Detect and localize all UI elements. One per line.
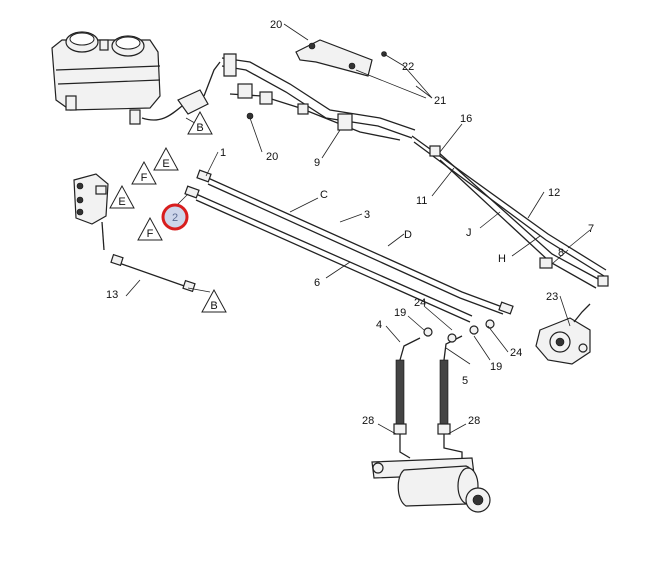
callout-8: 8 bbox=[558, 247, 564, 259]
callout-9: 9 bbox=[314, 157, 320, 169]
callout-1: 1 bbox=[220, 147, 226, 159]
leader-lines bbox=[125, 23, 591, 435]
marker-f-upper: F bbox=[131, 160, 157, 185]
callout-D: D bbox=[404, 229, 412, 241]
callout-21: 21 bbox=[434, 95, 446, 107]
mounting-bracket bbox=[295, 39, 387, 77]
marker-f-lower-label: F bbox=[147, 228, 154, 240]
reservoir-unit bbox=[51, 31, 221, 125]
marker-b-lower: B bbox=[201, 288, 227, 313]
marker-f-upper-label: F bbox=[141, 172, 148, 184]
cooler-lines bbox=[411, 135, 609, 289]
callout-C: C bbox=[320, 189, 328, 201]
marker-e-upper: E bbox=[153, 146, 179, 171]
return-tube-assembly bbox=[221, 53, 416, 141]
marker-e-lower: E bbox=[109, 184, 135, 209]
marker-b-lower-label: B bbox=[210, 300, 217, 312]
callout-3: 3 bbox=[364, 209, 370, 221]
callout-24-right: 24 bbox=[510, 347, 522, 359]
marker-f-lower: F bbox=[137, 216, 163, 241]
callout-20-top: 20 bbox=[270, 19, 282, 31]
callout-19-left: 19 bbox=[394, 307, 406, 319]
callout-22: 22 bbox=[402, 61, 414, 73]
steering-cylinder bbox=[371, 434, 491, 513]
callout-4: 4 bbox=[376, 319, 382, 331]
callouts: 20 22 21 20 9 1 16 11 12 J H C 3 D 6 7 8… bbox=[106, 19, 594, 427]
callout-28-right: 28 bbox=[468, 415, 480, 427]
highlight-ring bbox=[161, 203, 189, 231]
callout-13: 13 bbox=[106, 289, 118, 301]
callout-5: 5 bbox=[462, 375, 468, 387]
callout-23: 23 bbox=[546, 291, 558, 303]
callout-19-right: 19 bbox=[490, 361, 502, 373]
callout-11: 11 bbox=[416, 195, 427, 207]
steering-pump bbox=[535, 303, 591, 365]
callout-6: 6 bbox=[314, 277, 320, 289]
reference-markers: B B E E F F bbox=[109, 110, 227, 313]
callout-H: H bbox=[498, 253, 506, 265]
callout-24-top: 24 bbox=[414, 297, 426, 309]
marker-b-upper-label: B bbox=[196, 122, 203, 134]
callout-16: 16 bbox=[460, 113, 472, 125]
callout-2: 2 bbox=[172, 212, 178, 224]
callout-J: J bbox=[466, 227, 472, 239]
callout-7: 7 bbox=[588, 223, 594, 235]
callout-28-left: 28 bbox=[362, 415, 374, 427]
marker-b-upper: B bbox=[187, 110, 213, 135]
highlighted-callout-2[interactable]: 2 bbox=[161, 203, 189, 231]
tie-rod bbox=[110, 253, 196, 293]
flex-hoses bbox=[393, 319, 495, 435]
pressure-tubes bbox=[184, 169, 514, 323]
valve-block bbox=[73, 173, 109, 251]
marker-e-upper-label: E bbox=[162, 158, 169, 170]
callout-20-mid: 20 bbox=[266, 151, 278, 163]
marker-e-lower-label: E bbox=[118, 196, 125, 208]
callout-12: 12 bbox=[548, 187, 560, 199]
